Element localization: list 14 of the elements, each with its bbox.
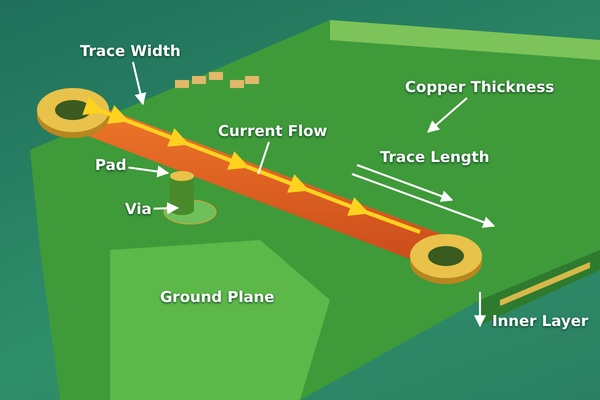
leader-arrow bbox=[132, 62, 146, 106]
via-cylinder bbox=[170, 171, 194, 215]
part-label: Trace Length bbox=[380, 148, 490, 166]
leader-arrow bbox=[427, 97, 468, 133]
part-label: Ground Plane bbox=[160, 288, 274, 306]
callout-label: Current Flow bbox=[218, 122, 328, 140]
callout-label: Via bbox=[125, 200, 152, 218]
callout-label: Copper Thickness bbox=[405, 78, 554, 96]
leader-arrow bbox=[128, 166, 170, 178]
part-label: Inner Layer bbox=[492, 312, 588, 330]
callout-label: Pad bbox=[95, 156, 126, 174]
leader-arrow bbox=[154, 202, 180, 214]
callout-label: Trace Width bbox=[80, 42, 181, 60]
leader-line bbox=[257, 142, 270, 174]
